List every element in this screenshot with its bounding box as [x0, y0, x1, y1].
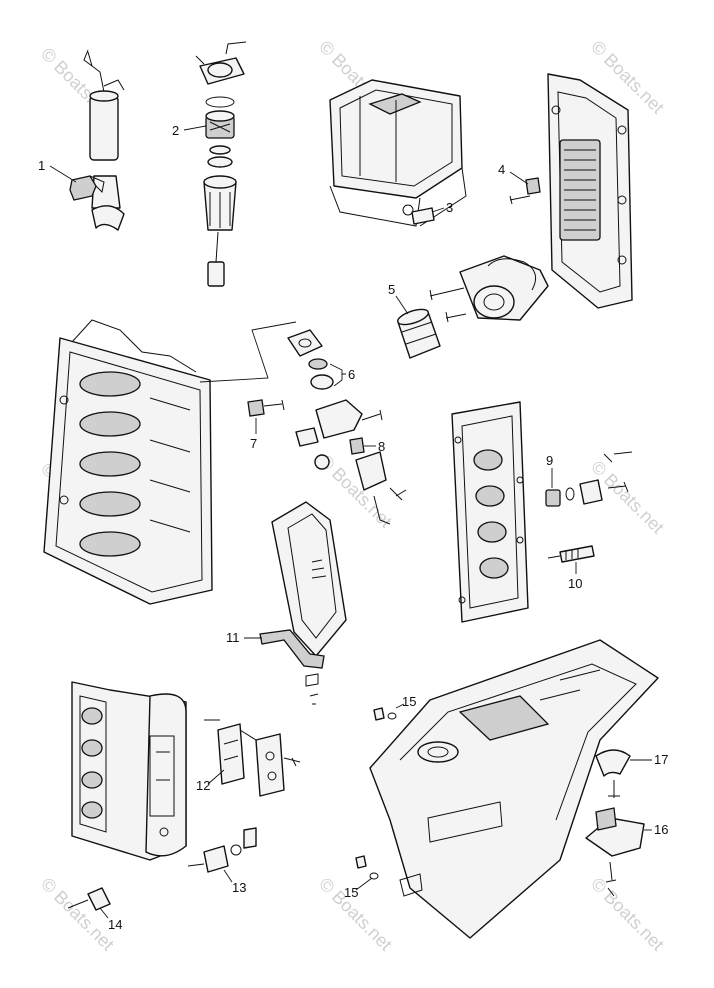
cylinder-block: [43, 319, 297, 605]
callout-9: 9: [546, 453, 553, 468]
callout-14: 14: [108, 917, 122, 932]
callout-2: 2: [172, 123, 179, 138]
callout-1: 1: [38, 158, 45, 173]
part-8-sensor-group: 8: [295, 399, 407, 525]
part-14-sensor: 14: [67, 887, 122, 932]
callout-11: 11: [226, 630, 240, 645]
lower-unit-housing: [369, 639, 659, 939]
fuel-pump-assembly: [83, 49, 125, 231]
part-15-lower: 15: [344, 855, 379, 900]
part-13-sensor: 13: [187, 827, 257, 895]
callout-6: 6: [348, 367, 355, 382]
oil-pan-assembly: 3: [329, 79, 467, 227]
callout-5: 5: [388, 282, 395, 297]
watermark: © Boats.net: [587, 874, 668, 955]
exhaust-cover-assembly: 4: [498, 73, 633, 309]
callout-4: 4: [498, 162, 505, 177]
watermark: © Boats.net: [37, 874, 118, 955]
callout-8: 8: [378, 439, 385, 454]
thermostat-assembly: 6: [287, 329, 355, 390]
callout-12: 12: [196, 778, 210, 793]
part-17-anode: 17: [595, 749, 668, 798]
oil-filter-assembly: 5: [388, 255, 549, 359]
part-1-switch: 1: [38, 158, 105, 201]
callout-3: 3: [446, 200, 453, 215]
part-9-temp-sensor: 9: [545, 451, 633, 507]
callout-15-b: 15: [344, 885, 358, 900]
callout-10: 10: [568, 576, 582, 591]
fuel-filter-assembly: 2: [172, 41, 247, 287]
intake-manifold: [71, 681, 187, 861]
callout-16: 16: [654, 822, 668, 837]
part-10-spark-plug: 10: [547, 545, 595, 591]
part-12-sensor-plates: 12: [196, 719, 301, 797]
callout-7: 7: [250, 436, 257, 451]
part-16-mount: 16: [585, 807, 668, 897]
callout-13: 13: [232, 880, 246, 895]
part-15-upper: 15: [373, 694, 416, 721]
callout-15: 15: [402, 694, 416, 709]
part-11-bracket: 11: [226, 501, 347, 705]
callout-17: 17: [654, 752, 668, 767]
part-7-sensor: 7: [247, 399, 285, 451]
cylinder-head: [451, 401, 529, 623]
